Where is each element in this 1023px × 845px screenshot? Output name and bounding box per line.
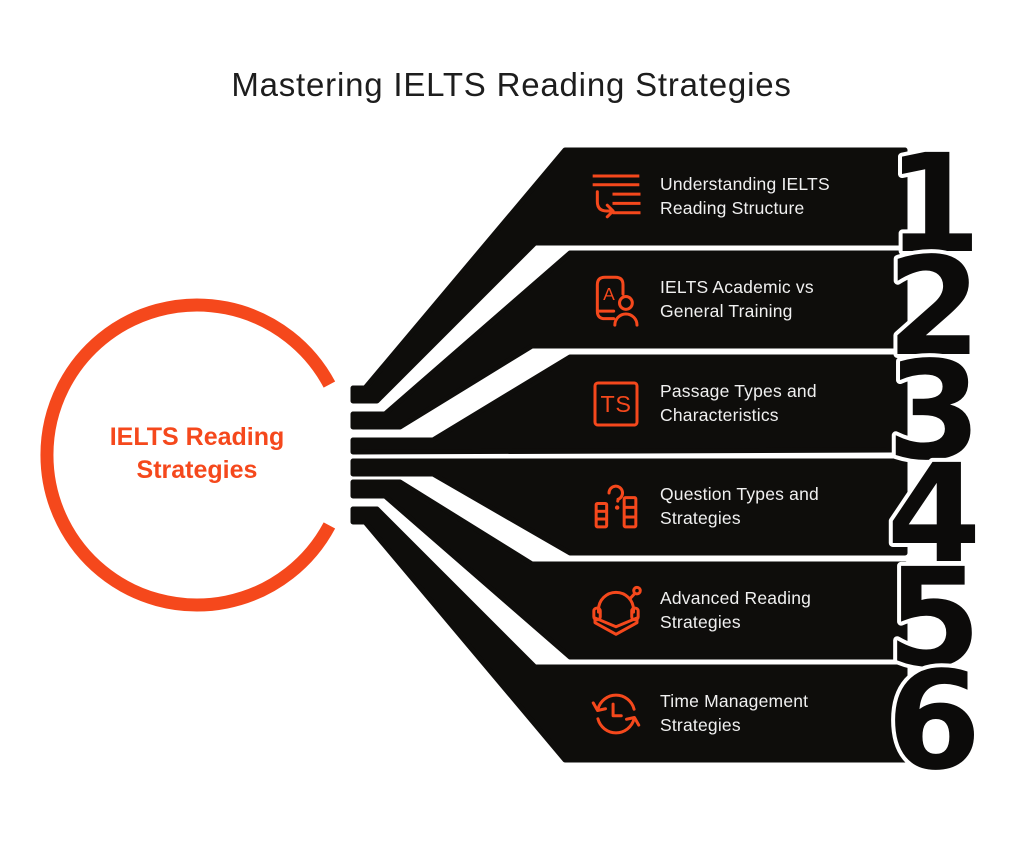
step-number-4: 4: [887, 436, 982, 594]
list-item: TS Passage Types and Characteristics: [588, 357, 908, 450]
step-number-5: 5: [887, 540, 982, 698]
ts-badge-icon: TS: [588, 376, 644, 432]
page-title: Mastering IELTS Reading Strategies: [231, 66, 792, 103]
center-ring: [40, 298, 336, 612]
center-circle-label: IELTS Reading Strategies: [109, 423, 285, 484]
svg-text:A: A: [603, 284, 615, 304]
step-number-1: 1: [887, 126, 982, 284]
item-label: Time Management Strategies: [660, 691, 809, 735]
reading-headphones-icon: [588, 583, 644, 639]
band-shape-1: [350, 147, 908, 404]
svg-text:TS: TS: [601, 391, 632, 417]
list-item: Advanced Reading Strategies: [588, 564, 908, 657]
step-number-2: 2: [887, 229, 982, 387]
time-cycle-icon: [588, 686, 644, 742]
list-item: Understanding IELTS Reading Structure: [588, 150, 908, 243]
band-shape-3: [350, 354, 908, 455]
item-label: Understanding IELTS Reading Structure: [660, 174, 830, 218]
band-shape-5: [350, 479, 908, 660]
step-number-3: 3: [887, 333, 982, 491]
item-label: IELTS Academic vs General Training: [660, 277, 814, 321]
structure-list-arrow-icon: [588, 169, 644, 225]
list-item: Question Types and Strategies: [588, 460, 908, 553]
item-label: Passage Types and Characteristics: [660, 381, 817, 425]
list-item: Time Management Strategies: [588, 667, 908, 760]
band-shape-2: [350, 250, 908, 430]
question-columns-icon: [588, 479, 644, 535]
band-shape-6: [350, 506, 908, 763]
list-item: A IELTS Academic vs General Training: [588, 253, 908, 346]
step-number-6: 6: [887, 643, 982, 801]
item-label: Advanced Reading Strategies: [660, 588, 812, 632]
item-label: Question Types and Strategies: [660, 484, 819, 528]
academic-profile-icon: A: [588, 272, 644, 328]
